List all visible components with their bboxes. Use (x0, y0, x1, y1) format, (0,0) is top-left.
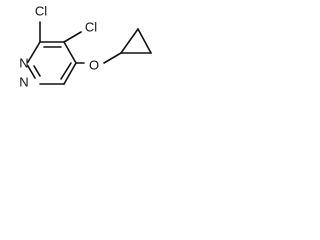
bond-o-cyclopropyl (103, 52, 122, 64)
bond-c5-c6-inner (60, 62, 72, 80)
bond-cyclopropyl-right (137, 28, 152, 54)
bond-c4-c5 (63, 41, 77, 64)
atom-n-upper: N (19, 55, 28, 70)
atom-cl-top: Cl (35, 3, 47, 18)
bond-n1-c3 (27, 41, 41, 63)
bond-c4-cl (63, 31, 82, 43)
bond-c5-c6 (63, 62, 77, 85)
bond-n2-n1-inner (33, 65, 41, 77)
bond-cyclopropyl-left (120, 28, 139, 54)
atom-cl-right: Cl (85, 19, 97, 34)
atom-oxygen: O (89, 57, 99, 72)
atom-n-lower: N (19, 74, 28, 89)
molecule-structure-diagram: Cl Cl N N O (19, 3, 152, 89)
bond-n2-n1 (27, 65, 36, 79)
